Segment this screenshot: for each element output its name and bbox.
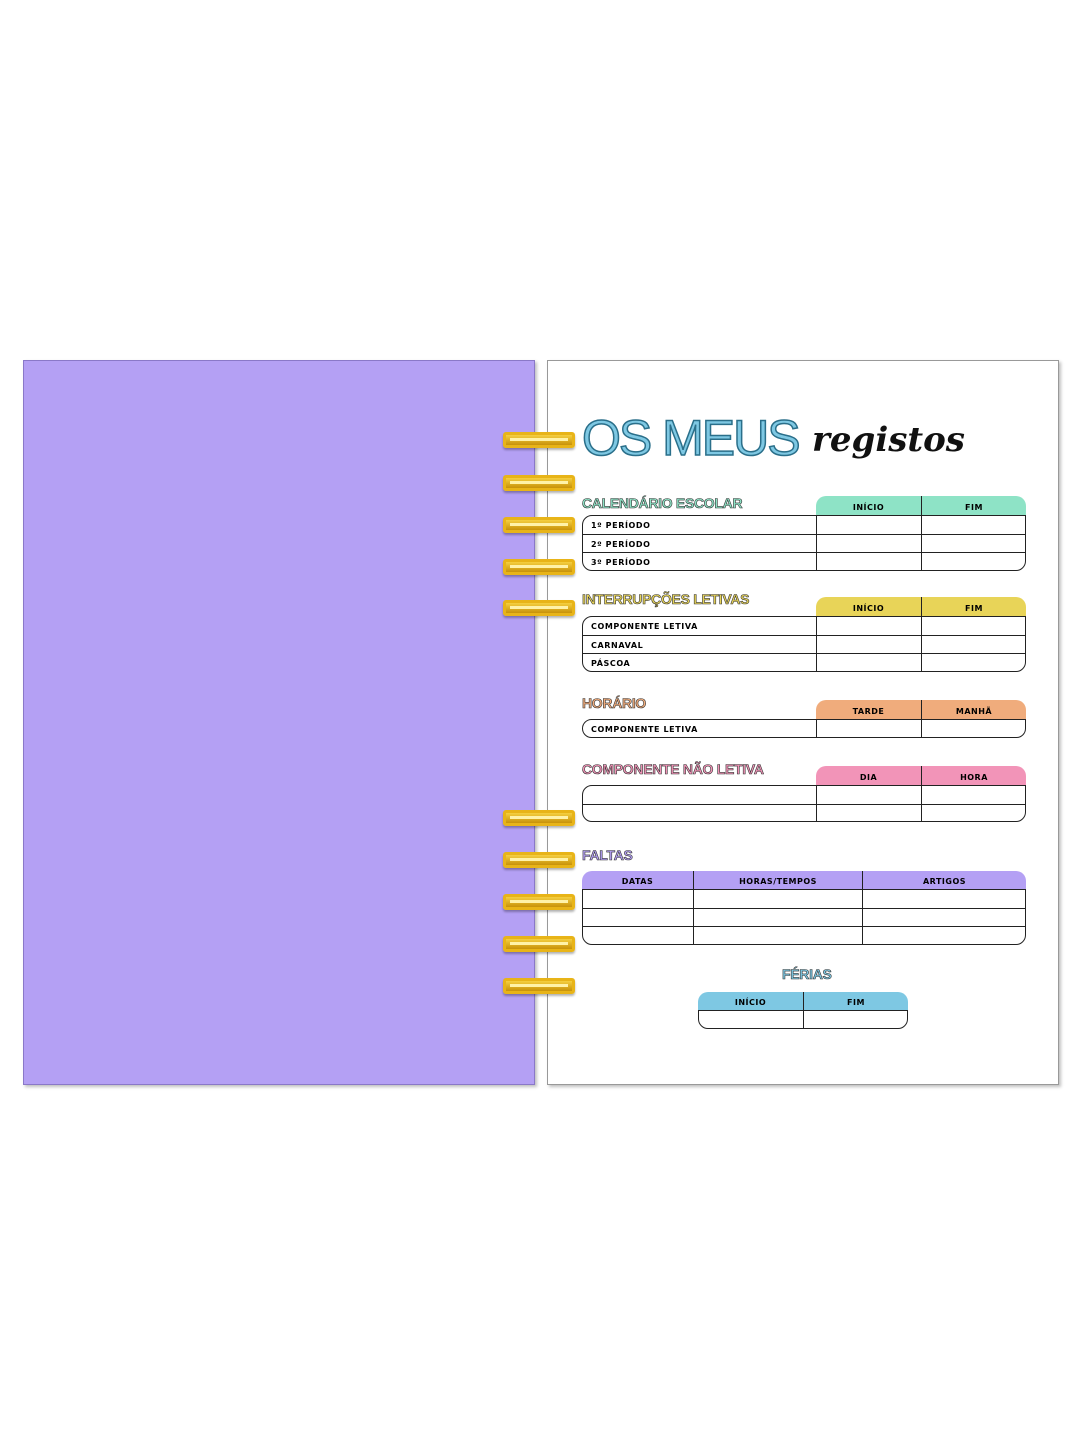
table-cell[interactable] (863, 909, 1027, 928)
column-divider (692, 890, 694, 944)
table-cell[interactable] (583, 927, 694, 946)
column-header: INÍCIO (698, 992, 803, 1010)
column-header: MANHÃ (921, 700, 1026, 719)
column-divider (802, 1011, 804, 1028)
column-header: DATAS (582, 871, 693, 889)
column-header: INÍCIO (816, 496, 921, 515)
row-divider (583, 552, 1025, 553)
table-cell[interactable] (699, 1011, 804, 1030)
spiral-ring (503, 978, 575, 994)
table-cell[interactable] (922, 553, 1027, 572)
row-divider (583, 803, 1025, 805)
column-divider (920, 720, 922, 737)
table-cell[interactable] (817, 786, 922, 805)
table-cell[interactable] (863, 890, 1027, 909)
notebook-page (547, 360, 1059, 1085)
table-cell[interactable] (817, 805, 922, 824)
table-cell[interactable] (583, 786, 817, 805)
table-body: COMPONENTE LETIVA CARNAVAL PÁSCOA (582, 616, 1026, 672)
table-cell[interactable] (583, 890, 694, 909)
spiral-ring (503, 475, 575, 491)
column-divider (920, 617, 922, 671)
table-cell[interactable] (804, 1011, 909, 1030)
row-label: CARNAVAL (591, 640, 644, 650)
table-cell[interactable] (817, 535, 922, 554)
table-body (582, 785, 1026, 822)
table-cell[interactable] (694, 890, 863, 909)
spiral-ring (503, 559, 575, 575)
table-cell[interactable] (922, 516, 1027, 535)
table-cell[interactable] (817, 553, 922, 572)
table-cell[interactable] (922, 786, 1027, 805)
row-divider (583, 533, 1025, 535)
table-cell[interactable] (863, 927, 1027, 946)
row-divider (583, 634, 1025, 636)
table-cell[interactable] (922, 636, 1027, 655)
page-subtitle-script: registos (812, 420, 965, 460)
table-cell[interactable] (922, 720, 1027, 739)
section-title: HORÁRIO (582, 695, 647, 712)
row-label: PÁSCOA (591, 659, 631, 668)
column-header: DIA (816, 766, 921, 785)
table-cell[interactable] (694, 909, 863, 928)
table-body (698, 1010, 908, 1029)
column-header: HORAS/TEMPOS (693, 871, 862, 889)
column-divider (815, 516, 817, 570)
row-label: COMPONENTE LETIVA (591, 725, 698, 734)
table-cell[interactable] (817, 516, 922, 535)
row-divider (583, 926, 1025, 927)
column-header: HORA (921, 766, 1026, 785)
column-header: FIM (803, 992, 908, 1010)
table-cell[interactable] (817, 654, 922, 673)
column-header: TARDE (816, 700, 921, 719)
row-label: 2º PERÍODO (591, 539, 651, 549)
column-divider (920, 786, 922, 821)
row-divider (583, 653, 1025, 654)
table-cell[interactable] (922, 654, 1027, 673)
row-label: 3º PERÍODO (591, 558, 651, 567)
spiral-ring (503, 600, 575, 616)
table-cell[interactable] (583, 805, 817, 824)
column-header: FIM (921, 597, 1026, 616)
table-cell[interactable] (817, 617, 922, 636)
table-body: 1º PERÍODO 2º PERÍODO 3º PERÍODO (582, 515, 1026, 571)
notebook-cover (23, 360, 535, 1085)
column-divider (861, 890, 863, 944)
section-title: COMPONENTE NÃO LETIVA (582, 761, 765, 778)
row-divider (583, 907, 1025, 909)
column-header: INÍCIO (816, 597, 921, 616)
spiral-ring (503, 810, 575, 826)
section-title: FÉRIAS (782, 966, 832, 983)
column-divider (815, 617, 817, 671)
section-title: CALENDÁRIO ESCOLAR (582, 495, 743, 512)
table-cell[interactable] (817, 720, 922, 739)
row-label: 1º PERÍODO (591, 521, 651, 530)
table-cell[interactable] (583, 909, 694, 928)
section-title: FALTAS (582, 847, 633, 864)
table-body (582, 889, 1026, 945)
section-title: INTERRUPÇÕES LETIVAS (582, 591, 750, 608)
column-header: ARTIGOS (862, 871, 1026, 889)
column-header: FIM (921, 496, 1026, 515)
column-divider (815, 720, 817, 737)
table-cell[interactable] (922, 535, 1027, 554)
table-cell[interactable] (922, 805, 1027, 824)
table-body: COMPONENTE LETIVA (582, 719, 1026, 738)
table-cell[interactable] (694, 927, 863, 946)
page-title: OS MEUS (581, 409, 801, 467)
table-cell[interactable] (922, 617, 1027, 636)
spiral-ring (503, 852, 575, 868)
column-divider (815, 786, 817, 821)
spiral-ring (503, 894, 575, 910)
table-cell[interactable] (817, 636, 922, 655)
column-divider (920, 516, 922, 570)
row-label: COMPONENTE LETIVA (591, 622, 698, 631)
spiral-ring (503, 517, 575, 533)
spiral-ring (503, 432, 575, 448)
spiral-ring (503, 936, 575, 952)
